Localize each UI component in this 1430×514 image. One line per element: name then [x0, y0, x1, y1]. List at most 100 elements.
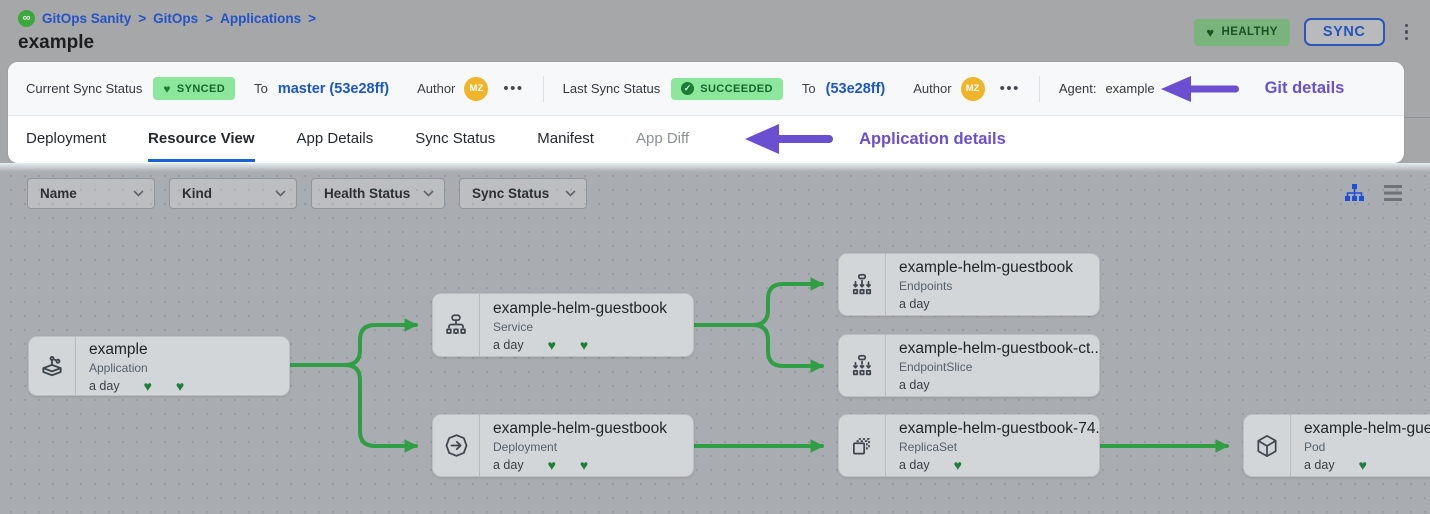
node-endpointslice-example-helm-guestbook-ct[interactable]: example-helm-guestbook-ct... EndpointSli… — [838, 334, 1100, 397]
app-header-panel: Current Sync Status ♥ SYNCED To master (… — [8, 62, 1404, 163]
endpoints-icon — [839, 254, 885, 315]
tab-app-details[interactable]: App Details — [296, 130, 374, 147]
node-age: a day — [899, 458, 930, 472]
agent-label: Agent: — [1058, 81, 1097, 96]
check-circle-icon: ✓ — [681, 82, 695, 95]
breadcrumb-gitops[interactable]: GitOps — [153, 11, 199, 26]
name-filter-dropdown[interactable]: Name — [27, 178, 155, 209]
more-options-icon[interactable]: ••• — [999, 79, 1020, 97]
node-age: a day — [493, 458, 524, 472]
node-title: example-helm-guestbook — [493, 420, 668, 437]
edge-app-to-service — [288, 318, 419, 367]
heart-icon: ♥ — [1358, 457, 1367, 473]
node-kind: EndpointSlice — [899, 360, 973, 374]
node-title: example — [89, 340, 148, 358]
resource-tree-canvas: Name Kind Health Status Sync Status — [0, 163, 1430, 514]
heart-icon: ♥ — [143, 377, 152, 394]
edge-app-to-deployment — [288, 363, 419, 453]
tab-resource-view[interactable]: Resource View — [148, 116, 255, 162]
node-title: example-helm-guestbook — [493, 299, 668, 317]
application-details-label: Application details — [859, 129, 1006, 148]
chevron-down-icon — [133, 190, 144, 197]
breadcrumb-gitops-sanity[interactable]: GitOps Sanity — [42, 11, 132, 26]
node-kind: ReplicaSet — [899, 440, 958, 454]
succeeded-badge-label: SUCCEEDED — [700, 82, 773, 95]
node-kind: Service — [493, 319, 534, 334]
node-replicaset-example-helm-guestbook-74[interactable]: example-helm-guestbook-74... ReplicaSet … — [838, 414, 1100, 477]
heart-icon: ♥ — [547, 336, 556, 353]
kind-filter-dropdown[interactable]: Kind — [169, 178, 297, 209]
node-age: a day — [899, 297, 930, 311]
sync-button[interactable]: SYNC — [1303, 18, 1385, 46]
more-options-icon[interactable]: ••• — [503, 79, 524, 97]
last-revision-link[interactable]: (53e28ff) — [825, 80, 886, 97]
tab-app-diff[interactable]: App Diff — [635, 130, 690, 147]
tree-view-icon[interactable] — [1345, 184, 1364, 202]
chevron-down-icon — [275, 190, 286, 197]
author-avatar[interactable]: MZ — [960, 76, 985, 101]
gitops-logo-icon: ∞ — [18, 10, 35, 27]
health-badge-label: HEALTHY — [1221, 26, 1278, 38]
agent-section: Agent: example — [1059, 81, 1155, 96]
sync-status-filter-dropdown[interactable]: Sync Status — [459, 178, 587, 209]
chevron-down-icon — [565, 190, 576, 197]
node-title: example-helm-guestbook-74... — [899, 420, 1100, 437]
git-details-annotation: Git details — [1160, 75, 1345, 102]
current-sync-section: Current Sync Status ♥ SYNCED To master (… — [26, 76, 524, 101]
chevron-down-icon — [423, 190, 434, 197]
node-title: example-helm-guest — [1304, 420, 1430, 437]
endpointslice-icon — [839, 335, 885, 396]
git-details-label: Git details — [1264, 79, 1345, 97]
replicaset-icon — [839, 415, 885, 476]
node-kind: Deployment — [493, 440, 558, 454]
purple-arrow-icon — [1160, 75, 1239, 102]
node-title: example-helm-guestbook — [899, 259, 1074, 276]
list-view-icon[interactable] — [1384, 185, 1402, 201]
kebab-menu-icon[interactable] — [1399, 20, 1415, 45]
sync-status-filter-label: Sync Status — [472, 186, 550, 201]
to-label: To — [801, 81, 816, 96]
heart-icon: ♥ — [953, 457, 962, 473]
to-label: To — [254, 81, 268, 96]
tab-manifest[interactable]: Manifest — [537, 130, 594, 147]
heart-icon: ♥ — [163, 81, 171, 96]
last-sync-section: Last Sync Status ✓ SUCCEEDED To (53e28ff… — [562, 76, 1020, 101]
node-endpoints-example-helm-guestbook[interactable]: example-helm-guestbook Endpoints a day — [838, 253, 1100, 316]
purple-arrow-icon — [745, 124, 834, 154]
heart-icon: ♥ — [579, 336, 589, 353]
divider — [1038, 75, 1040, 102]
service-icon — [433, 294, 479, 356]
author-avatar[interactable]: MZ — [464, 76, 489, 101]
agent-value: example — [1105, 81, 1155, 96]
breadcrumb-separator: > — [138, 11, 147, 26]
current-revision-link[interactable]: master (53e28ff) — [277, 80, 390, 97]
node-age: a day — [89, 378, 120, 393]
node-kind: Application — [89, 360, 148, 375]
node-age: a day — [899, 378, 930, 392]
last-sync-label: Last Sync Status — [562, 81, 661, 96]
tab-sync-status[interactable]: Sync Status — [415, 130, 496, 147]
breadcrumb-separator: > — [205, 11, 214, 26]
health-status-badge: ♥ HEALTHY — [1194, 18, 1290, 46]
health-status-filter-label: Health Status — [324, 186, 411, 201]
tab-deployment[interactable]: Deployment — [26, 130, 107, 147]
node-kind: Endpoints — [899, 279, 953, 293]
author-label: Author — [913, 81, 952, 96]
breadcrumb-separator: > — [308, 11, 316, 26]
divider — [1404, 117, 1430, 118]
top-bar: ∞ GitOps Sanity > GitOps > Applications … — [0, 0, 1430, 62]
application-details-annotation: Application details — [745, 124, 1006, 154]
node-pod-example-helm-guest[interactable]: example-helm-guest Pod a day ♥ — [1243, 414, 1430, 477]
node-deployment-example-helm-guestbook[interactable]: example-helm-guestbook Deployment a day … — [432, 414, 694, 477]
breadcrumb-applications[interactable]: Applications — [220, 11, 302, 26]
node-age: a day — [493, 337, 524, 352]
edge-service-to-endpointslice — [692, 323, 825, 373]
name-filter-label: Name — [40, 186, 77, 201]
node-application-example[interactable]: example Application a day ♥ ♥ — [28, 336, 290, 396]
edge-service-to-endpoints — [692, 277, 825, 327]
node-title: example-helm-guestbook-ct... — [899, 340, 1100, 357]
node-service-example-helm-guestbook[interactable]: example-helm-guestbook Service a day ♥ ♥ — [432, 293, 694, 357]
resource-edges — [288, 277, 1230, 453]
divider — [542, 75, 544, 102]
health-status-filter-dropdown[interactable]: Health Status — [311, 178, 445, 209]
